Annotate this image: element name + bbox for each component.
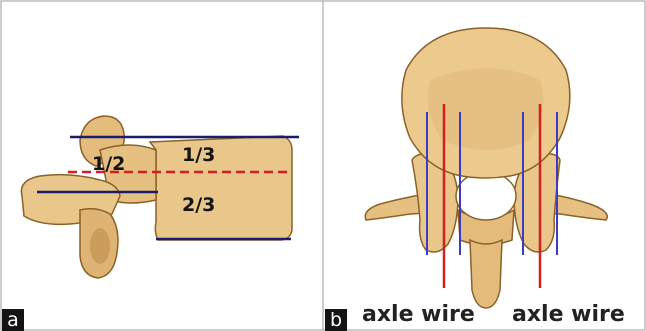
panel-a-tag: a — [2, 309, 24, 331]
articular-facet-shadow — [90, 228, 110, 264]
fraction-half-label: 1/2 — [92, 153, 125, 175]
axle-wire-label-left: axle wire — [362, 302, 475, 327]
vertebral-foramen — [456, 172, 516, 220]
fraction-lower-label: 2/3 — [182, 194, 215, 216]
axle-wire-label-right: axle wire — [512, 302, 625, 327]
fraction-upper-label: 1/3 — [182, 144, 215, 166]
vertebral-body — [150, 136, 292, 240]
panel-b-tag: b — [325, 309, 347, 331]
spinous-process-axial — [470, 240, 502, 308]
